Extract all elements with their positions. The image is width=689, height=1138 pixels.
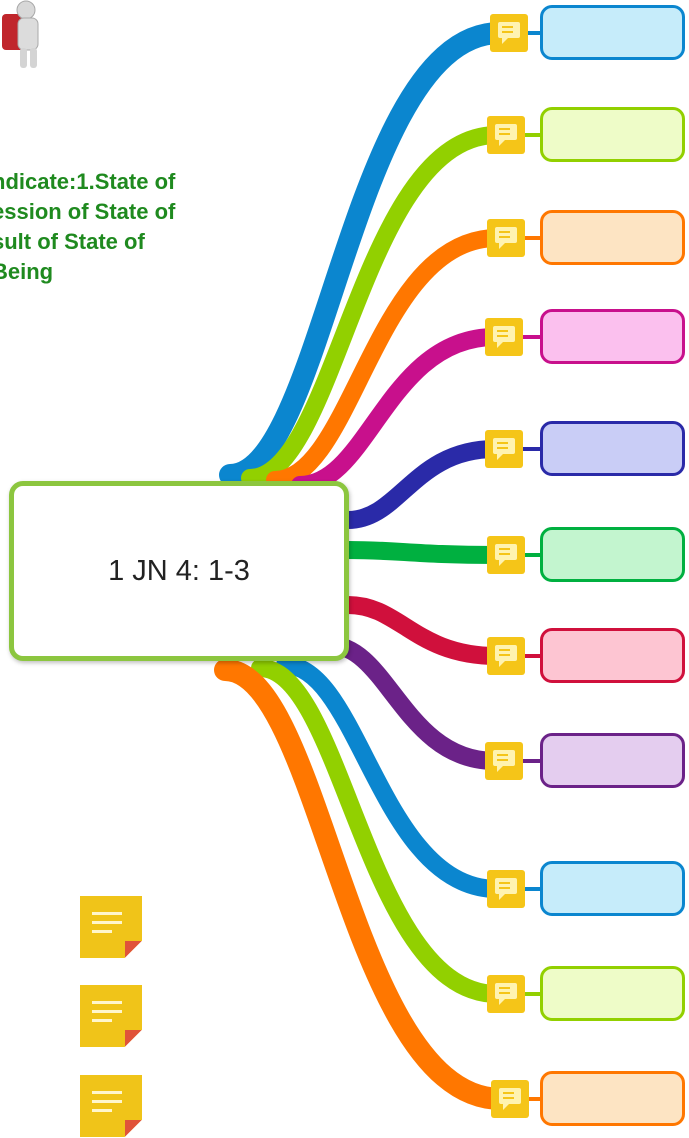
branch-line [276, 656, 506, 898]
comment-icon[interactable] [487, 219, 525, 257]
branch-line [339, 440, 504, 529]
branch-line [241, 126, 506, 487]
subtopic-node[interactable] [540, 861, 685, 916]
branch-line [339, 596, 506, 665]
comment-icon[interactable] [487, 116, 525, 154]
comment-icon[interactable] [487, 637, 525, 675]
subtopic-node[interactable] [540, 421, 685, 476]
branch-line [214, 659, 512, 1110]
subtopic-node[interactable] [540, 107, 685, 162]
subtopic-node[interactable] [540, 1071, 685, 1126]
subtopic-node[interactable] [540, 210, 685, 265]
subtopic-node[interactable] [540, 527, 685, 582]
branch-line [251, 659, 506, 1003]
sticky-note-icon[interactable] [80, 985, 142, 1047]
subtopic-node[interactable] [540, 628, 685, 683]
topic-note-line: Being [0, 259, 54, 284]
comment-icon[interactable] [487, 975, 525, 1013]
subtopic-node[interactable] [540, 5, 685, 60]
subtopic-node[interactable] [540, 733, 685, 788]
comment-icon[interactable] [485, 430, 523, 468]
sticky-note-icon[interactable] [80, 896, 142, 958]
topic-note-line: ession of State of [0, 199, 176, 224]
comment-icon[interactable] [490, 14, 528, 52]
sticky-note-icon[interactable] [80, 1075, 142, 1137]
branch-line [321, 636, 504, 770]
branch-line [291, 328, 504, 494]
central-topic[interactable]: 1 JN 4: 1-3 [9, 481, 349, 661]
topic-note-line: sult of State of [0, 229, 145, 254]
comment-icon[interactable] [491, 1080, 529, 1118]
branch-line [219, 22, 511, 486]
central-topic-label: 1 JN 4: 1-3 [108, 554, 250, 587]
topic-note-line: ndicate:1.State of [0, 169, 176, 194]
comment-icon[interactable] [487, 536, 525, 574]
figure-with-book-icon [2, 0, 39, 68]
subtopic-node[interactable] [540, 309, 685, 364]
comment-icon[interactable] [485, 318, 523, 356]
branch-line [266, 229, 506, 489]
comment-icon[interactable] [485, 742, 523, 780]
comment-icon[interactable] [487, 870, 525, 908]
topic-note: ndicate:1.State of ession of State of su… [0, 167, 292, 287]
branch-line [339, 541, 506, 564]
subtopic-node[interactable] [540, 966, 685, 1021]
